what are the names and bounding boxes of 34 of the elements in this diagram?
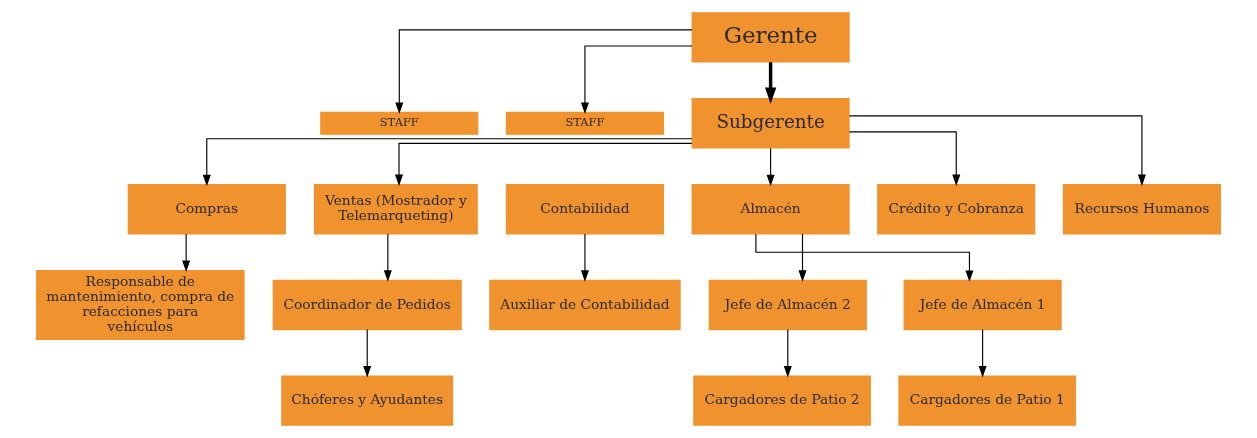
arrow [395, 29, 693, 114]
node-box: Cargadores de Patio 2 [693, 375, 871, 426]
arrow [764, 62, 777, 104]
arrow [383, 233, 392, 282]
arrow [755, 233, 974, 282]
arrow [202, 138, 693, 187]
arrow [766, 147, 775, 187]
node-box: Responsable de mantenimiento, compra de refacciones para vehículos [36, 270, 245, 340]
arrow [848, 115, 1146, 186]
arrow [182, 233, 191, 273]
arrow [798, 233, 807, 282]
node-box: STAFF [505, 111, 665, 135]
node-box: Auxiliar de Contabilidad [489, 279, 681, 331]
node-box: Gerente [691, 12, 850, 63]
arrow [848, 131, 961, 187]
node-box: Jefe de Almacén 1 [903, 279, 1062, 331]
node-box: Cargadores de Patio 1 [898, 375, 1077, 426]
arrow [783, 329, 792, 378]
node-box: Recursos Humanos [1062, 184, 1221, 235]
node-box: Ventas (Mostrador y Telemarqueting) [313, 184, 478, 235]
node-box: Chóferes y Ayudantes [281, 375, 454, 426]
arrow [580, 45, 693, 114]
node-box: Jefe de Almacén 2 [708, 279, 867, 331]
arrow [580, 233, 589, 282]
node-box: Subgerente [691, 98, 850, 149]
arrow [978, 329, 987, 378]
arrow [363, 329, 372, 378]
node-box: Coordinador de Pedidos [272, 279, 462, 331]
node-box: Almacén [691, 184, 850, 235]
node-box: Compras [127, 184, 286, 235]
node-box: STAFF [320, 111, 479, 135]
arrow [395, 142, 693, 187]
node-box: Contabilidad [505, 184, 665, 235]
node-box: Crédito y Cobranza [877, 184, 1036, 235]
